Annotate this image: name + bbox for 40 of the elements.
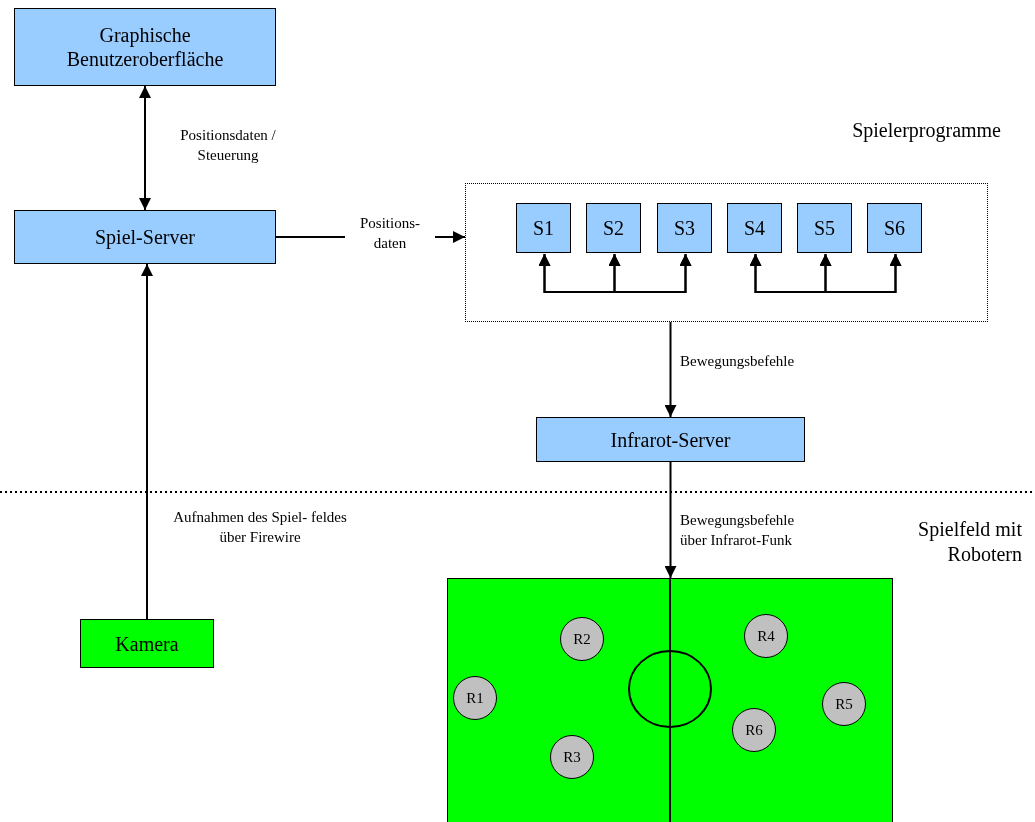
node-label: R4 bbox=[757, 627, 775, 645]
arrow bbox=[749, 253, 902, 293]
robot-circle bbox=[732, 708, 776, 752]
arrow bbox=[664, 321, 677, 418]
node-label: R5 bbox=[835, 695, 853, 713]
node-label: R3 bbox=[563, 748, 581, 766]
node-label: R6 bbox=[745, 721, 763, 739]
node-label: R2 bbox=[573, 630, 591, 648]
process-box bbox=[14, 8, 276, 86]
robot-circle bbox=[560, 617, 604, 661]
node-label: Kamera bbox=[115, 631, 179, 656]
heading-text: Spielerprogramme bbox=[851, 118, 1001, 143]
node-label: S5 bbox=[813, 216, 836, 240]
node-label: Infrarot-Server bbox=[610, 427, 731, 452]
node-label: Spiel-Server bbox=[95, 225, 195, 249]
process-box bbox=[867, 203, 922, 253]
process-box bbox=[586, 203, 641, 253]
robot-circle bbox=[822, 682, 866, 726]
process-box bbox=[536, 417, 805, 462]
process-box bbox=[727, 203, 782, 253]
node-label: S4 bbox=[743, 216, 766, 240]
arrow bbox=[139, 85, 151, 211]
robot-circle bbox=[550, 735, 594, 779]
heading-text: Spielfeld mit Robotern bbox=[917, 517, 1022, 567]
node-label: S1 bbox=[532, 216, 555, 240]
node-label: S6 bbox=[883, 216, 906, 240]
robot-circle bbox=[453, 676, 497, 720]
arrow bbox=[141, 263, 153, 620]
arrow bbox=[664, 461, 677, 579]
process-box bbox=[14, 210, 276, 264]
camera-box bbox=[80, 619, 214, 668]
process-box bbox=[797, 203, 852, 253]
robot-circle bbox=[744, 614, 788, 658]
process-box bbox=[516, 203, 571, 253]
node-label: S2 bbox=[602, 216, 625, 240]
arrow bbox=[538, 253, 692, 293]
node-label: R1 bbox=[466, 689, 484, 707]
node-label: Graphische Benutzeroberfläche bbox=[65, 23, 225, 71]
node-label: S3 bbox=[673, 216, 696, 240]
process-box bbox=[657, 203, 712, 253]
